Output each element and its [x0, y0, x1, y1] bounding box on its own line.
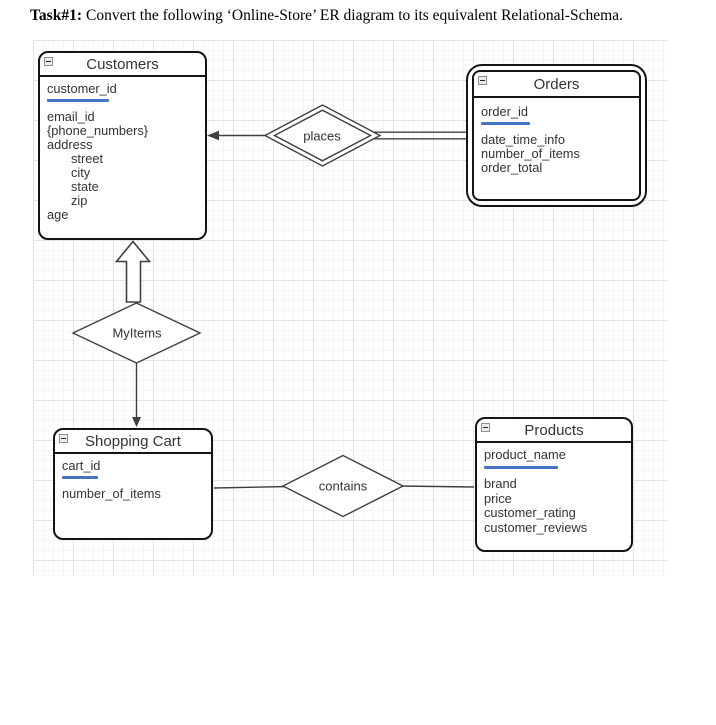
connector-contains-products[interactable] — [397, 485, 475, 488]
entity-body-customers: customer_id email_id {phone_numbers} add… — [40, 77, 205, 222]
entity-title-orders: Orders — [474, 72, 639, 98]
entity-products[interactable]: Products product_name brand price custom… — [475, 417, 633, 552]
task-label: Task#1: — [30, 7, 82, 24]
task-text: Convert the following ‘Online-Store’ ER … — [85, 7, 623, 24]
entity-body-orders: order_id date_time_info number_of_items … — [474, 98, 639, 175]
attribute: date_time_info — [481, 132, 565, 147]
attribute: customer_reviews — [484, 520, 588, 536]
attribute: email_id — [47, 109, 95, 124]
attribute: brand — [484, 475, 517, 491]
entity-title-products: Products — [477, 419, 631, 443]
attribute-sub: state — [71, 179, 99, 194]
arrowhead-into-cart-icon — [132, 417, 141, 427]
collapse-minus-icon[interactable] — [44, 57, 53, 66]
relationship-label-contains: contains — [318, 478, 368, 494]
primary-key-underline — [481, 122, 530, 125]
relationship-contains-diamond[interactable] — [281, 454, 405, 518]
entity-title-shopping-cart: Shopping Cart — [55, 430, 211, 454]
attribute-sub: zip — [71, 193, 88, 208]
attribute-sub: street — [71, 151, 104, 166]
entity-title-customers: Customers — [40, 53, 205, 77]
attribute-sub: city — [71, 165, 91, 180]
entity-orders[interactable]: Orders order_id date_time_info number_of… — [472, 70, 641, 201]
entity-orders-outer[interactable]: Orders order_id date_time_info number_of… — [466, 64, 647, 207]
entity-shopping-cart[interactable]: Shopping Cart cart_id number_of_items — [53, 428, 213, 540]
primary-key-attribute: customer_id — [47, 81, 117, 96]
relationship-label-places: places — [303, 128, 341, 144]
attribute: address — [47, 137, 93, 152]
primary-key-underline — [62, 476, 98, 479]
relationship-label-myitems: MyItems — [112, 325, 162, 341]
primary-key-attribute: cart_id — [62, 458, 101, 473]
collapse-minus-icon[interactable] — [59, 434, 68, 443]
primary-key-underline — [47, 99, 109, 102]
collapse-minus-icon[interactable] — [478, 76, 487, 85]
relationship-places-diamond-inner[interactable] — [272, 109, 373, 162]
primary-key-attribute: product_name — [484, 447, 566, 462]
entity-body-shopping-cart: cart_id number_of_items — [55, 454, 211, 501]
arrowhead-into-customers-icon — [207, 130, 219, 141]
task-title: Task#1:Convert the following ‘Online-Sto… — [30, 7, 623, 25]
entity-customers[interactable]: Customers customer_id email_id {phone_nu… — [38, 51, 207, 240]
primary-key-underline — [484, 465, 558, 469]
attribute: number_of_items — [62, 486, 161, 501]
entity-body-products: product_name brand price customer_rating… — [477, 443, 631, 536]
myitems-block-arrow[interactable] — [114, 240, 152, 303]
connector-cart-contains[interactable] — [213, 485, 291, 489]
attribute: {phone_numbers} — [47, 123, 149, 138]
attribute: price — [484, 490, 512, 506]
attribute: number_of_items — [481, 146, 580, 161]
primary-key-attribute: order_id — [481, 104, 528, 119]
collapse-minus-icon[interactable] — [481, 423, 490, 432]
attribute: age — [47, 207, 69, 222]
attribute: customer_rating — [484, 505, 576, 521]
attribute: order_total — [481, 160, 543, 175]
relationship-myitems-diamond[interactable] — [71, 302, 202, 364]
